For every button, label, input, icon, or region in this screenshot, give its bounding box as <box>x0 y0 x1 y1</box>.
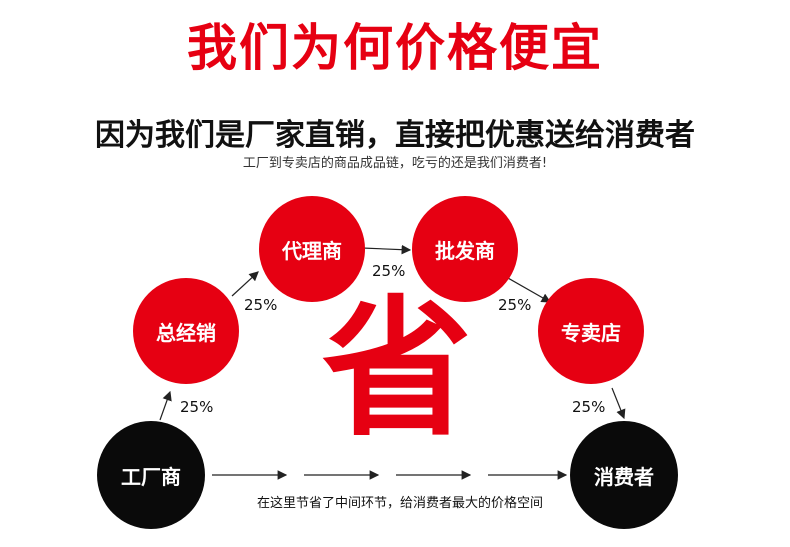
page-subtitle: 因为我们是厂家直销，直接把优惠送给消费者 <box>95 118 695 153</box>
node-factory-label: 工厂商 <box>121 464 181 489</box>
node-agent-label: 代理商 <box>282 238 342 263</box>
node-wholesaler: 批发商 <box>412 196 518 302</box>
pct-factory-to-distributor: 25% <box>180 398 214 416</box>
node-store: 专卖店 <box>538 278 644 384</box>
node-factory: 工厂商 <box>97 421 205 529</box>
arrow-distributor-to-agent <box>231 271 259 297</box>
supply-chain-note: 工厂到专卖店的商品成品链，吃亏的还是我们消费者! <box>242 156 548 171</box>
node-consumer-label: 消费者 <box>594 464 654 489</box>
page-title: 我们为何价格便宜 <box>187 19 603 77</box>
pct-distributor-to-agent: 25% <box>244 296 278 314</box>
pct-agent-to-wholesaler: 25% <box>372 262 406 280</box>
arrow-factory-to-distributor <box>159 390 172 421</box>
arrow-store-to-consumer <box>611 387 626 420</box>
node-distributor: 总经销 <box>133 278 239 384</box>
node-agent: 代理商 <box>259 196 365 302</box>
pct-store-to-consumer: 25% <box>572 398 606 416</box>
arrow-agent-to-wholesaler <box>361 244 412 255</box>
node-store-label: 专卖店 <box>561 320 621 345</box>
node-consumer: 消费者 <box>570 421 678 529</box>
bottom-savings-note: 在这里节省了中间环节，给消费者最大的价格空间 <box>256 496 543 511</box>
node-wholesaler-label: 批发商 <box>435 238 495 263</box>
node-distributor-label: 总经销 <box>156 320 216 345</box>
center-save-char: 省 <box>322 283 473 457</box>
arrow-wholesaler-to-store <box>507 277 552 303</box>
pct-wholesaler-to-store: 25% <box>498 296 532 314</box>
